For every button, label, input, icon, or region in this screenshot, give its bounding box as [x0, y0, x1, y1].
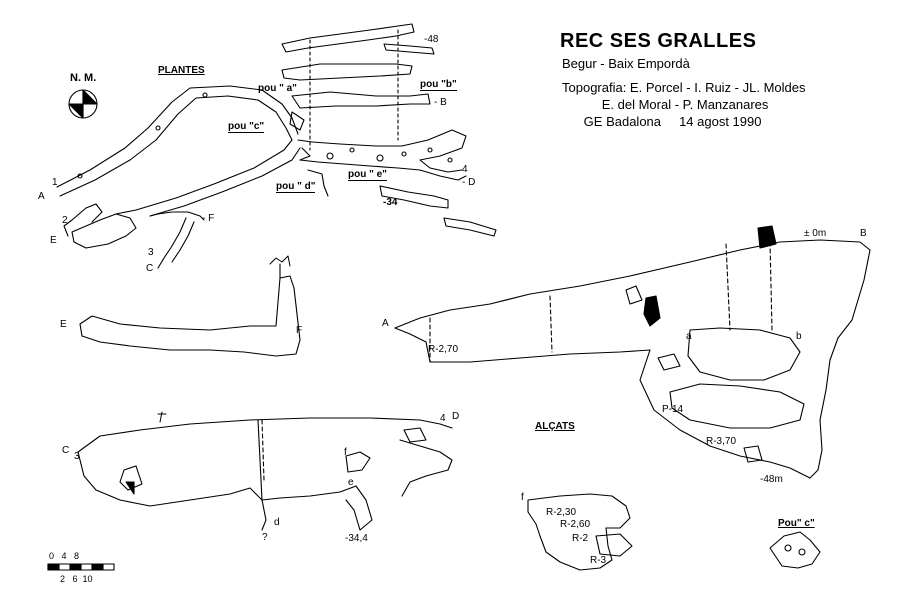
label-d: - D: [462, 177, 476, 188]
label-r260: R-2,60: [560, 519, 591, 530]
north-label: N. M.: [70, 72, 97, 84]
label-a: A: [38, 191, 45, 202]
label-3: 3: [148, 247, 154, 258]
label-depth-34: -34: [383, 197, 398, 208]
elevation-a-b: [394, 225, 871, 479]
label-zero: ± 0m: [804, 228, 827, 239]
elevation-e-f: [79, 255, 301, 357]
map-location: Begur - Baix Empordà: [562, 56, 690, 71]
label-b-small: b: [796, 331, 802, 342]
label-elev-3: 3: [74, 451, 80, 462]
label-4: 4: [462, 164, 468, 175]
label-r3: R-3: [590, 555, 607, 566]
label-pou-e: pou " e": [348, 169, 387, 181]
elevation-pou-f: [527, 493, 633, 571]
label-r370: R-3,70: [706, 436, 737, 447]
label-m48: -48m: [760, 474, 783, 485]
label-f2: f: [521, 492, 524, 503]
label-pou-b: pou "b": [420, 79, 457, 91]
plan-main-gallery: [56, 85, 301, 269]
label-1: 1: [52, 177, 58, 188]
label-question: ?: [262, 532, 268, 543]
label-depth-48: -48: [424, 34, 439, 45]
label-pou-c-section: Pou" c": [778, 518, 815, 529]
scale-top-label: 0 4 8: [49, 551, 80, 561]
label-c: C: [146, 263, 154, 274]
label-d-small: d: [274, 517, 280, 528]
label-elev-c: C: [62, 445, 70, 456]
label-elev-f: F: [296, 325, 303, 336]
label-elev-4: 4: [440, 413, 446, 424]
label-r270: R-2,70: [428, 344, 459, 355]
label-f: - F: [202, 213, 215, 224]
label-e: E: [50, 235, 57, 246]
plan-heading: PLANTES: [158, 65, 205, 76]
map-credits: Topografia: E. Porcel - I. Ruiz - JL. Mo…: [562, 80, 806, 129]
elevation-heading: ALÇATS: [535, 421, 575, 432]
label-m344: -34,4: [345, 533, 368, 544]
label-e-small: e: [348, 477, 354, 488]
label-pou-a: pou " a": [258, 83, 297, 94]
label-pou-d: pou " d": [276, 181, 316, 193]
section-pou-c: [769, 531, 821, 569]
plan-east-gallery: [289, 111, 467, 197]
label-elev-d: D: [452, 411, 460, 422]
north-arrow-icon: [68, 89, 98, 119]
label-p14: P-14: [662, 404, 684, 415]
elevation-c-d: [77, 411, 453, 531]
plan-upper-passages: [281, 23, 497, 237]
label-b: - B: [434, 97, 447, 108]
label-elev-e: E: [60, 319, 67, 330]
label-elev-b: B: [860, 228, 867, 239]
label-a-small: a: [686, 331, 692, 342]
scale-bottom-label: 2 6 10: [60, 574, 93, 584]
label-f-small: f: [344, 447, 347, 458]
label-r230: R-2,30: [546, 507, 577, 518]
label-2: 2: [62, 215, 68, 226]
label-r2: R-2: [572, 533, 589, 544]
label-pou-c: pou "c": [228, 121, 265, 133]
map-title: REC SES GRALLES: [560, 30, 757, 52]
scale-bar: [47, 563, 115, 571]
label-elev-a: A: [382, 318, 389, 329]
